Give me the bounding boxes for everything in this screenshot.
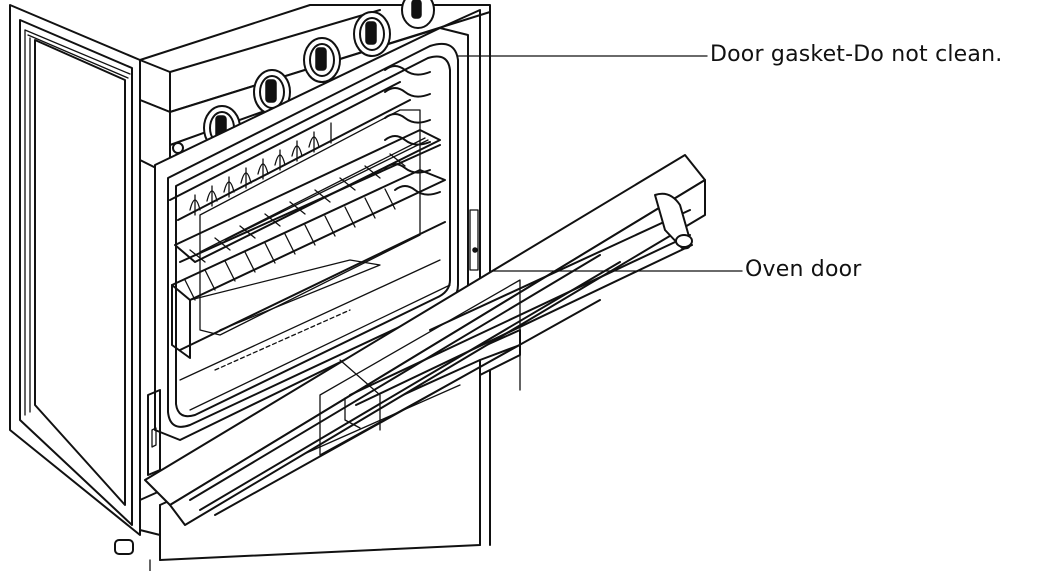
door-gasket-label: Door gasket-Do not clean. bbox=[710, 42, 1003, 67]
rack-supports bbox=[384, 65, 441, 196]
knob-3-icon bbox=[303, 37, 341, 83]
callout-leaders bbox=[457, 55, 743, 272]
oven-door bbox=[144, 154, 706, 526]
knob-2-icon bbox=[253, 69, 291, 115]
control-knobs bbox=[171, 0, 435, 159]
oven-door-label: Oven door bbox=[745, 257, 862, 282]
oven-rack-upper bbox=[169, 81, 411, 221]
oven-rack-middle bbox=[174, 129, 441, 263]
oven-rack-lower bbox=[171, 169, 446, 359]
knob-5-icon bbox=[401, 0, 435, 29]
knob-4-icon bbox=[353, 11, 391, 57]
range-side-panel bbox=[9, 4, 141, 536]
oven-floor bbox=[179, 259, 451, 411]
